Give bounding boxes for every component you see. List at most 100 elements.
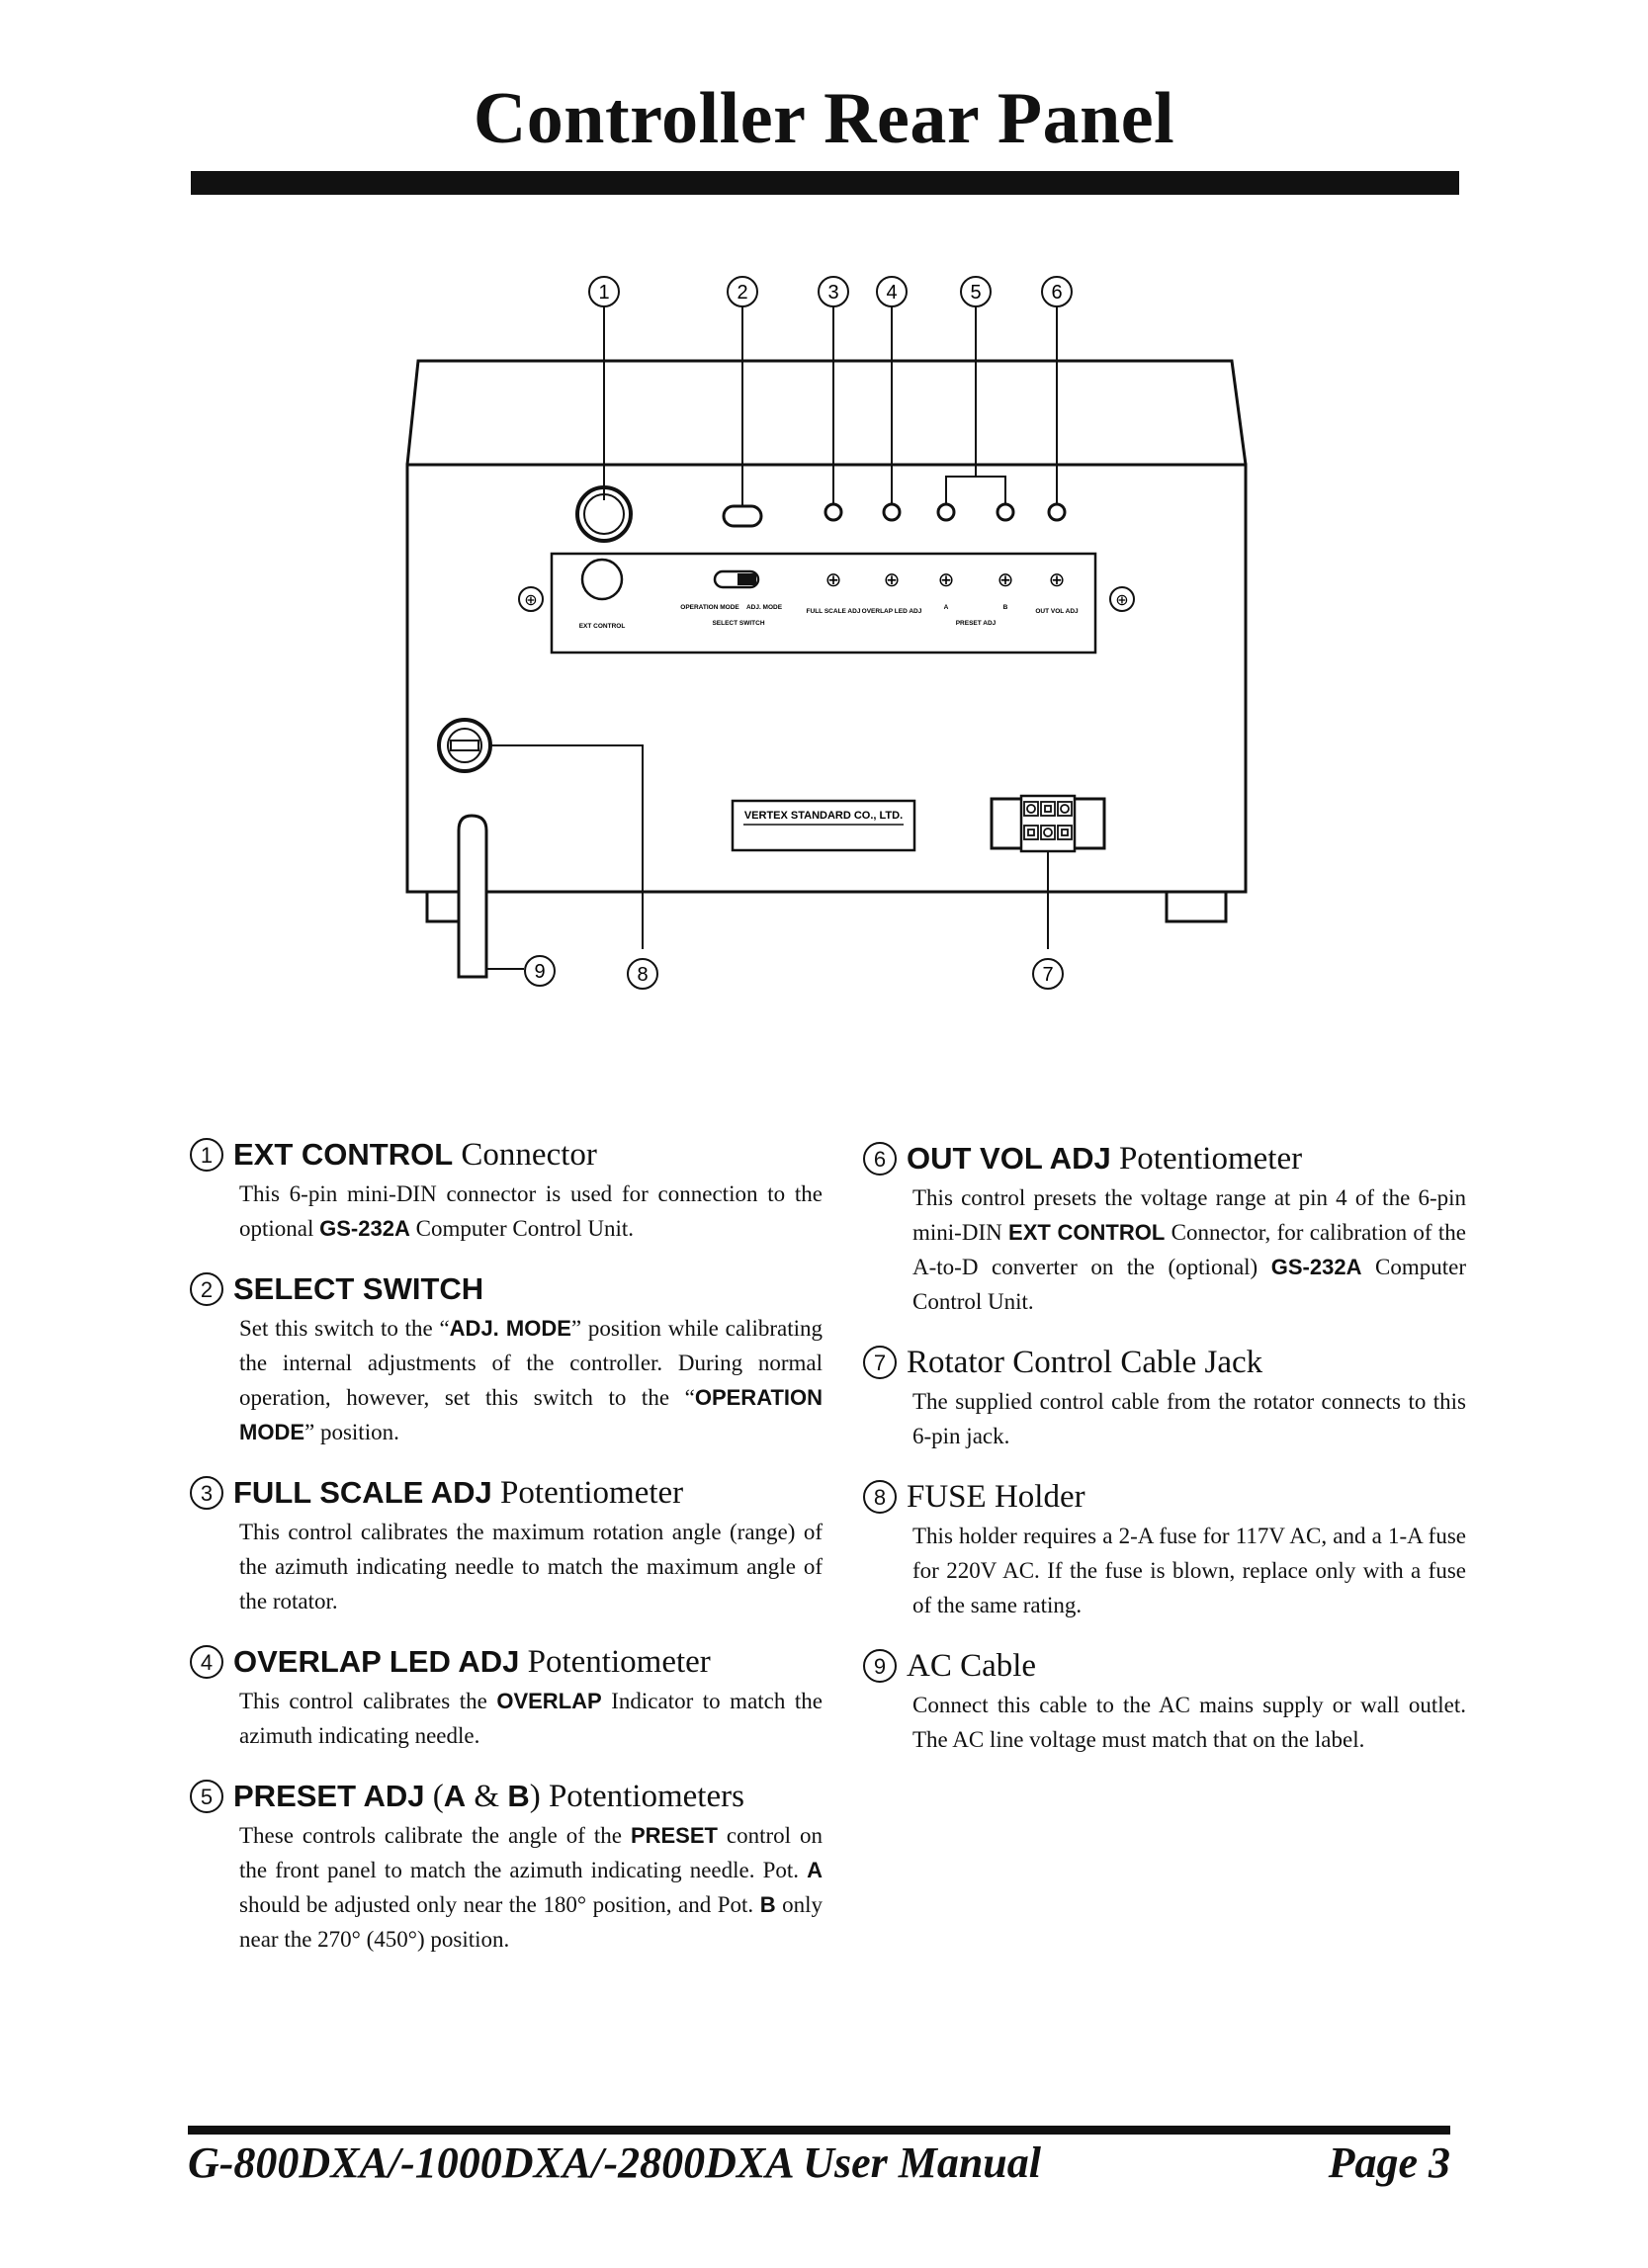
svg-text:6: 6: [1051, 282, 1062, 304]
callout-7: 7: [1032, 958, 1064, 990]
bold-term: EXT CONTROL: [1008, 1220, 1166, 1245]
footer-page-number: Page 3: [1328, 2138, 1450, 2187]
callout-8: 8: [627, 958, 658, 990]
svg-text:⊕: ⊕: [524, 592, 537, 609]
svg-text:⊕: ⊕: [825, 569, 842, 591]
item-number: 5: [190, 1780, 223, 1813]
body-text: This holder requires a 2-A fuse for 117V…: [912, 1524, 1466, 1617]
svg-text:⊕: ⊕: [884, 569, 901, 591]
svg-text:1: 1: [598, 282, 609, 304]
panel-label-adj-mode: ADJ. MODE: [746, 604, 783, 611]
body-text: These controls calibrate the angle of th…: [239, 1823, 631, 1848]
callout-4: 4: [876, 276, 908, 307]
callout-6: 6: [1041, 276, 1073, 307]
title-rule: [191, 171, 1459, 195]
svg-text:4: 4: [886, 282, 897, 304]
bold-term: OPERATION MODE: [239, 1385, 823, 1444]
panel-label-b: B: [1003, 604, 1008, 611]
svg-text:5: 5: [970, 282, 981, 304]
svg-text:3: 3: [827, 282, 838, 304]
svg-text:9: 9: [534, 961, 545, 983]
page-title: Controller Rear Panel: [473, 78, 1175, 159]
footer-manual-title: G-800DXA/-1000DXA/-2800DXA User Manual: [188, 2138, 1042, 2187]
body-text: This control calibrates the: [239, 1689, 497, 1713]
svg-text:⊕: ⊕: [1049, 569, 1066, 591]
item-body: Set this switch to the “ADJ. MODE” posit…: [239, 1311, 823, 1449]
panel-label-a: A: [944, 604, 949, 611]
item-number: 3: [190, 1476, 223, 1510]
item-number: 1: [190, 1138, 223, 1172]
panel-label-ext-control: EXT CONTROL: [579, 623, 626, 630]
svg-text:⊕: ⊕: [938, 569, 955, 591]
body-text: This control calibrates the maximum rota…: [239, 1520, 823, 1614]
svg-text:7: 7: [1042, 964, 1053, 986]
item-number: 8: [863, 1480, 897, 1514]
callout-1: 1: [588, 276, 620, 307]
panel-label-operation-mode: OPERATION MODE: [680, 604, 739, 611]
bold-term: OVERLAP: [496, 1689, 602, 1713]
callout-9: 9: [524, 955, 556, 987]
body-text: ” position while calibrating the interna…: [239, 1316, 823, 1410]
body-text: Connector, for calibration of the A-to-D…: [912, 1220, 1466, 1279]
item-body: This holder requires a 2-A fuse for 117V…: [912, 1519, 1466, 1622]
svg-text:⊕: ⊕: [997, 569, 1014, 591]
body-text: Set this switch to the “: [239, 1316, 450, 1341]
panel-label-out-vol: OUT VOL ADJ: [1035, 608, 1079, 615]
bold-term: A: [807, 1858, 823, 1882]
body-text: This 6-pin mini-DIN connector is used fo…: [239, 1181, 823, 1241]
item-number: 4: [190, 1645, 223, 1679]
item-number: 7: [863, 1346, 897, 1379]
item-number: 9: [863, 1649, 897, 1683]
body-text: This control presets the voltage range a…: [912, 1185, 1466, 1245]
bold-term: GS-232A: [319, 1216, 410, 1241]
svg-text:8: 8: [637, 964, 648, 986]
svg-text:⊕: ⊕: [1115, 592, 1128, 609]
panel-label-select-switch: SELECT SWITCH: [712, 620, 764, 627]
bold-term: GS-232A: [1270, 1255, 1362, 1279]
bold-term: PRESET: [630, 1823, 718, 1848]
nameplate-text: VERTEX STANDARD CO., LTD.: [744, 810, 903, 822]
bold-term: ADJ. MODE: [449, 1316, 571, 1341]
svg-text:2: 2: [737, 282, 747, 304]
body-text: The supplied control cable from the rota…: [912, 1389, 1466, 1448]
body-text: Computer Control Unit.: [912, 1255, 1466, 1314]
item-body: This control presets the voltage range a…: [912, 1180, 1466, 1319]
item-body: These controls calibrate the angle of th…: [239, 1818, 823, 1957]
callout-3: 3: [818, 276, 849, 307]
panel-label-full-scale: FULL SCALE ADJ: [807, 608, 861, 615]
body-text: should be adjusted only near the 180° po…: [239, 1892, 760, 1917]
body-text: ” position.: [304, 1420, 399, 1444]
item-number: 6: [863, 1142, 897, 1176]
body-text: only near the 270° (450°) position.: [239, 1892, 823, 1952]
footer-rule: [188, 2126, 1450, 2135]
callout-5: 5: [960, 276, 992, 307]
body-text: Indicator to match the azimuth indicatin…: [239, 1689, 823, 1748]
item-body: Connect this cable to the AC mains suppl…: [912, 1688, 1466, 1757]
bold-term: B: [759, 1892, 776, 1917]
body-text: control on the front panel to match the …: [239, 1823, 823, 1882]
item-body: The supplied control cable from the rota…: [912, 1384, 1466, 1453]
item-number: 2: [190, 1272, 223, 1306]
item-body: This control calibrates the OVERLAP Indi…: [239, 1684, 823, 1753]
rear-panel-diagram: ⊕ ⊕ ⊕ ⊕ ⊕ ⊕ ⊕ EXT CONTROL OPERATION MODE…: [405, 276, 1248, 990]
panel-label-overlap: OVERLAP LED ADJ: [862, 608, 922, 615]
panel-label-preset-adj: PRESET ADJ: [956, 620, 997, 627]
